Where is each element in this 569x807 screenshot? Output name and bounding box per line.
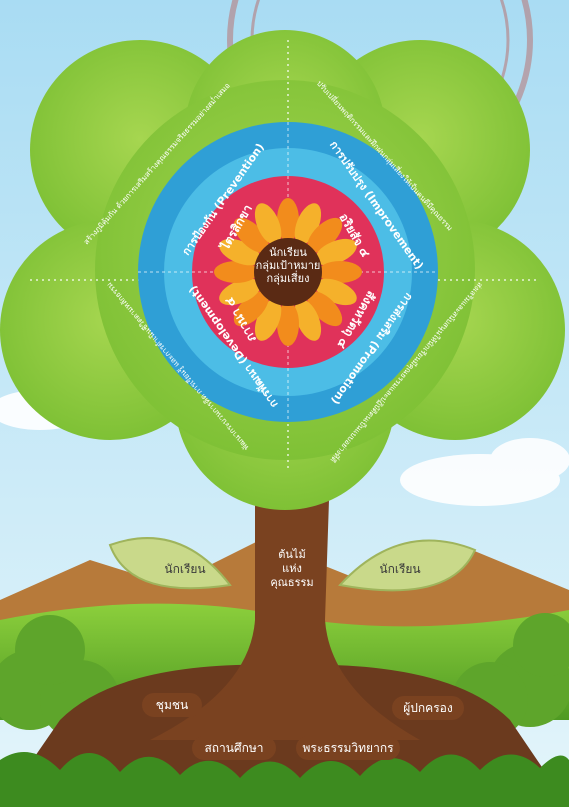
flower-petal <box>214 261 258 283</box>
flower-petal <box>318 261 362 283</box>
tree-trunk <box>150 470 420 740</box>
front-grass <box>0 752 569 807</box>
center-line-2: กลุ่มเป้าหมาย <box>255 259 321 272</box>
root-monks: พระธรรมวิทยากร <box>296 736 400 760</box>
leaf-left <box>108 537 232 590</box>
flower-petal <box>277 198 299 242</box>
trunk-label: ต้นไม้ แห่ง คุณธรรม <box>262 548 322 590</box>
center-line-1: นักเรียน <box>269 246 307 259</box>
leaf-left-label: นักเรียน <box>164 562 206 576</box>
flower-petals <box>214 198 362 346</box>
center-label: นักเรียน กลุ่มเป้าหมาย กลุ่มเสี่ยง <box>248 246 328 285</box>
center-line-3: กลุ่มเสี่ยง <box>266 272 310 285</box>
leaf-right <box>338 539 477 592</box>
flower-petal <box>307 217 343 253</box>
trunk-line-3: คุณธรรม <box>270 576 314 589</box>
root-community: ชุมชน <box>142 693 202 717</box>
flower-petal <box>294 299 322 341</box>
flower-petal <box>233 291 269 327</box>
flower-petal <box>254 203 282 245</box>
flower-petal <box>315 238 357 266</box>
flower-petal <box>307 291 343 327</box>
root-school: สถานศึกษา <box>192 736 276 760</box>
flower-center <box>254 238 322 306</box>
flower-petal <box>277 302 299 346</box>
trunk-line-2: แห่ง <box>282 562 302 575</box>
flower-petal <box>233 217 269 253</box>
trunk-line-1: ต้นไม้ <box>278 548 306 561</box>
root-parents: ผู้ปกครอง <box>392 696 464 720</box>
flower-petal <box>219 278 261 306</box>
leaf-right-label: นักเรียน <box>379 562 421 576</box>
